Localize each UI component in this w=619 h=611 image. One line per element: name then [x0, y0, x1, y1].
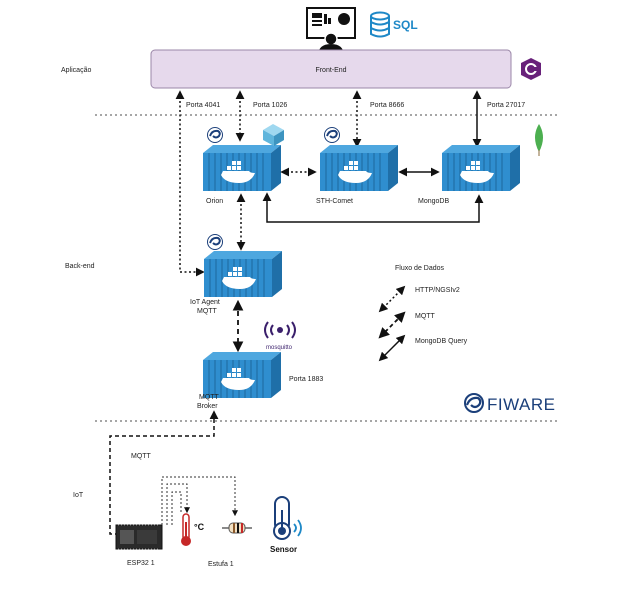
frontend-box[interactable] — [150, 49, 512, 89]
legend-mongo-arrow — [378, 334, 406, 362]
temp-unit-label: °C — [194, 522, 205, 532]
fiware-wordmark: FIWARE — [487, 395, 555, 414]
broker-esp32-link — [109, 410, 219, 535]
esp32-label: ESP32 1 — [127, 560, 155, 567]
legend-http-arrow — [378, 285, 406, 313]
csharp-icon — [521, 58, 541, 80]
esp32-wire-2 — [166, 483, 190, 525]
estufa-label: Estufa 1 — [208, 561, 234, 568]
mosquitto-icon — [264, 321, 296, 339]
port-1883-label: Porta 1883 — [289, 376, 323, 383]
orion-label: Orion — [206, 198, 223, 205]
mongodb-container[interactable] — [441, 144, 521, 192]
legend-http-label: HTTP/NGSIv2 — [415, 287, 460, 294]
iot-agent-label-line1: IoT Agent — [190, 299, 220, 306]
sensor-icon — [273, 496, 302, 540]
resistor-icon — [222, 522, 252, 534]
mongodb-label: MongoDB — [418, 198, 449, 205]
legend-mqtt-arrow — [378, 311, 406, 339]
mongodb-leaf-icon — [535, 124, 543, 152]
esp32-wire-3 — [171, 491, 182, 525]
orion-swirl-icon — [206, 126, 224, 144]
layer-label-iot: IoT — [73, 492, 84, 499]
legend-mqtt-label: MQTT — [415, 313, 436, 320]
legend-mongo-label: MongoDB Query — [415, 338, 468, 345]
mqtt-broker-container[interactable] — [202, 351, 282, 399]
mosquitto-label: mosquitto — [266, 345, 293, 351]
user-dashboard-icon — [306, 7, 356, 56]
sensor-label: Sensor — [270, 545, 297, 554]
legend-title: Fluxo de Dados — [395, 265, 445, 272]
broker-label-line2: Broker — [197, 403, 218, 410]
sql-label: SQL — [393, 18, 418, 32]
frontend-label: Front-End — [315, 67, 346, 74]
sth-comet-container[interactable] — [319, 144, 399, 192]
port-4041-label: Porta 4041 — [186, 102, 220, 109]
esp32-wire-1 — [161, 476, 238, 525]
orion-container[interactable] — [202, 144, 282, 192]
port-8666-label: Porta 8666 — [370, 102, 404, 109]
port-1026-label: Porta 1026 — [253, 102, 287, 109]
layer-label-backend: Back-end — [65, 263, 95, 270]
port-27017-label: Porta 27017 — [487, 102, 525, 109]
cube-icon — [263, 124, 284, 146]
sth-comet-label: STH-Comet — [316, 198, 353, 205]
iot-mqtt-label: MQTT — [131, 453, 152, 460]
iot-agent-container[interactable] — [203, 250, 283, 298]
broker-label-line1: MQTT — [199, 394, 220, 401]
iot-agent-swirl-icon — [206, 233, 224, 251]
layer-label-application: Aplicação — [61, 67, 91, 74]
sql-database-icon — [370, 11, 390, 38]
iot-agent-label-line2: MQTT — [197, 308, 218, 315]
thermometer-icon — [181, 513, 191, 546]
fiware-logo: FIWARE — [464, 393, 555, 414]
sth-comet-swirl-icon — [323, 126, 341, 144]
orion-mongo-link — [262, 192, 484, 223]
esp32-board[interactable] — [115, 524, 163, 550]
